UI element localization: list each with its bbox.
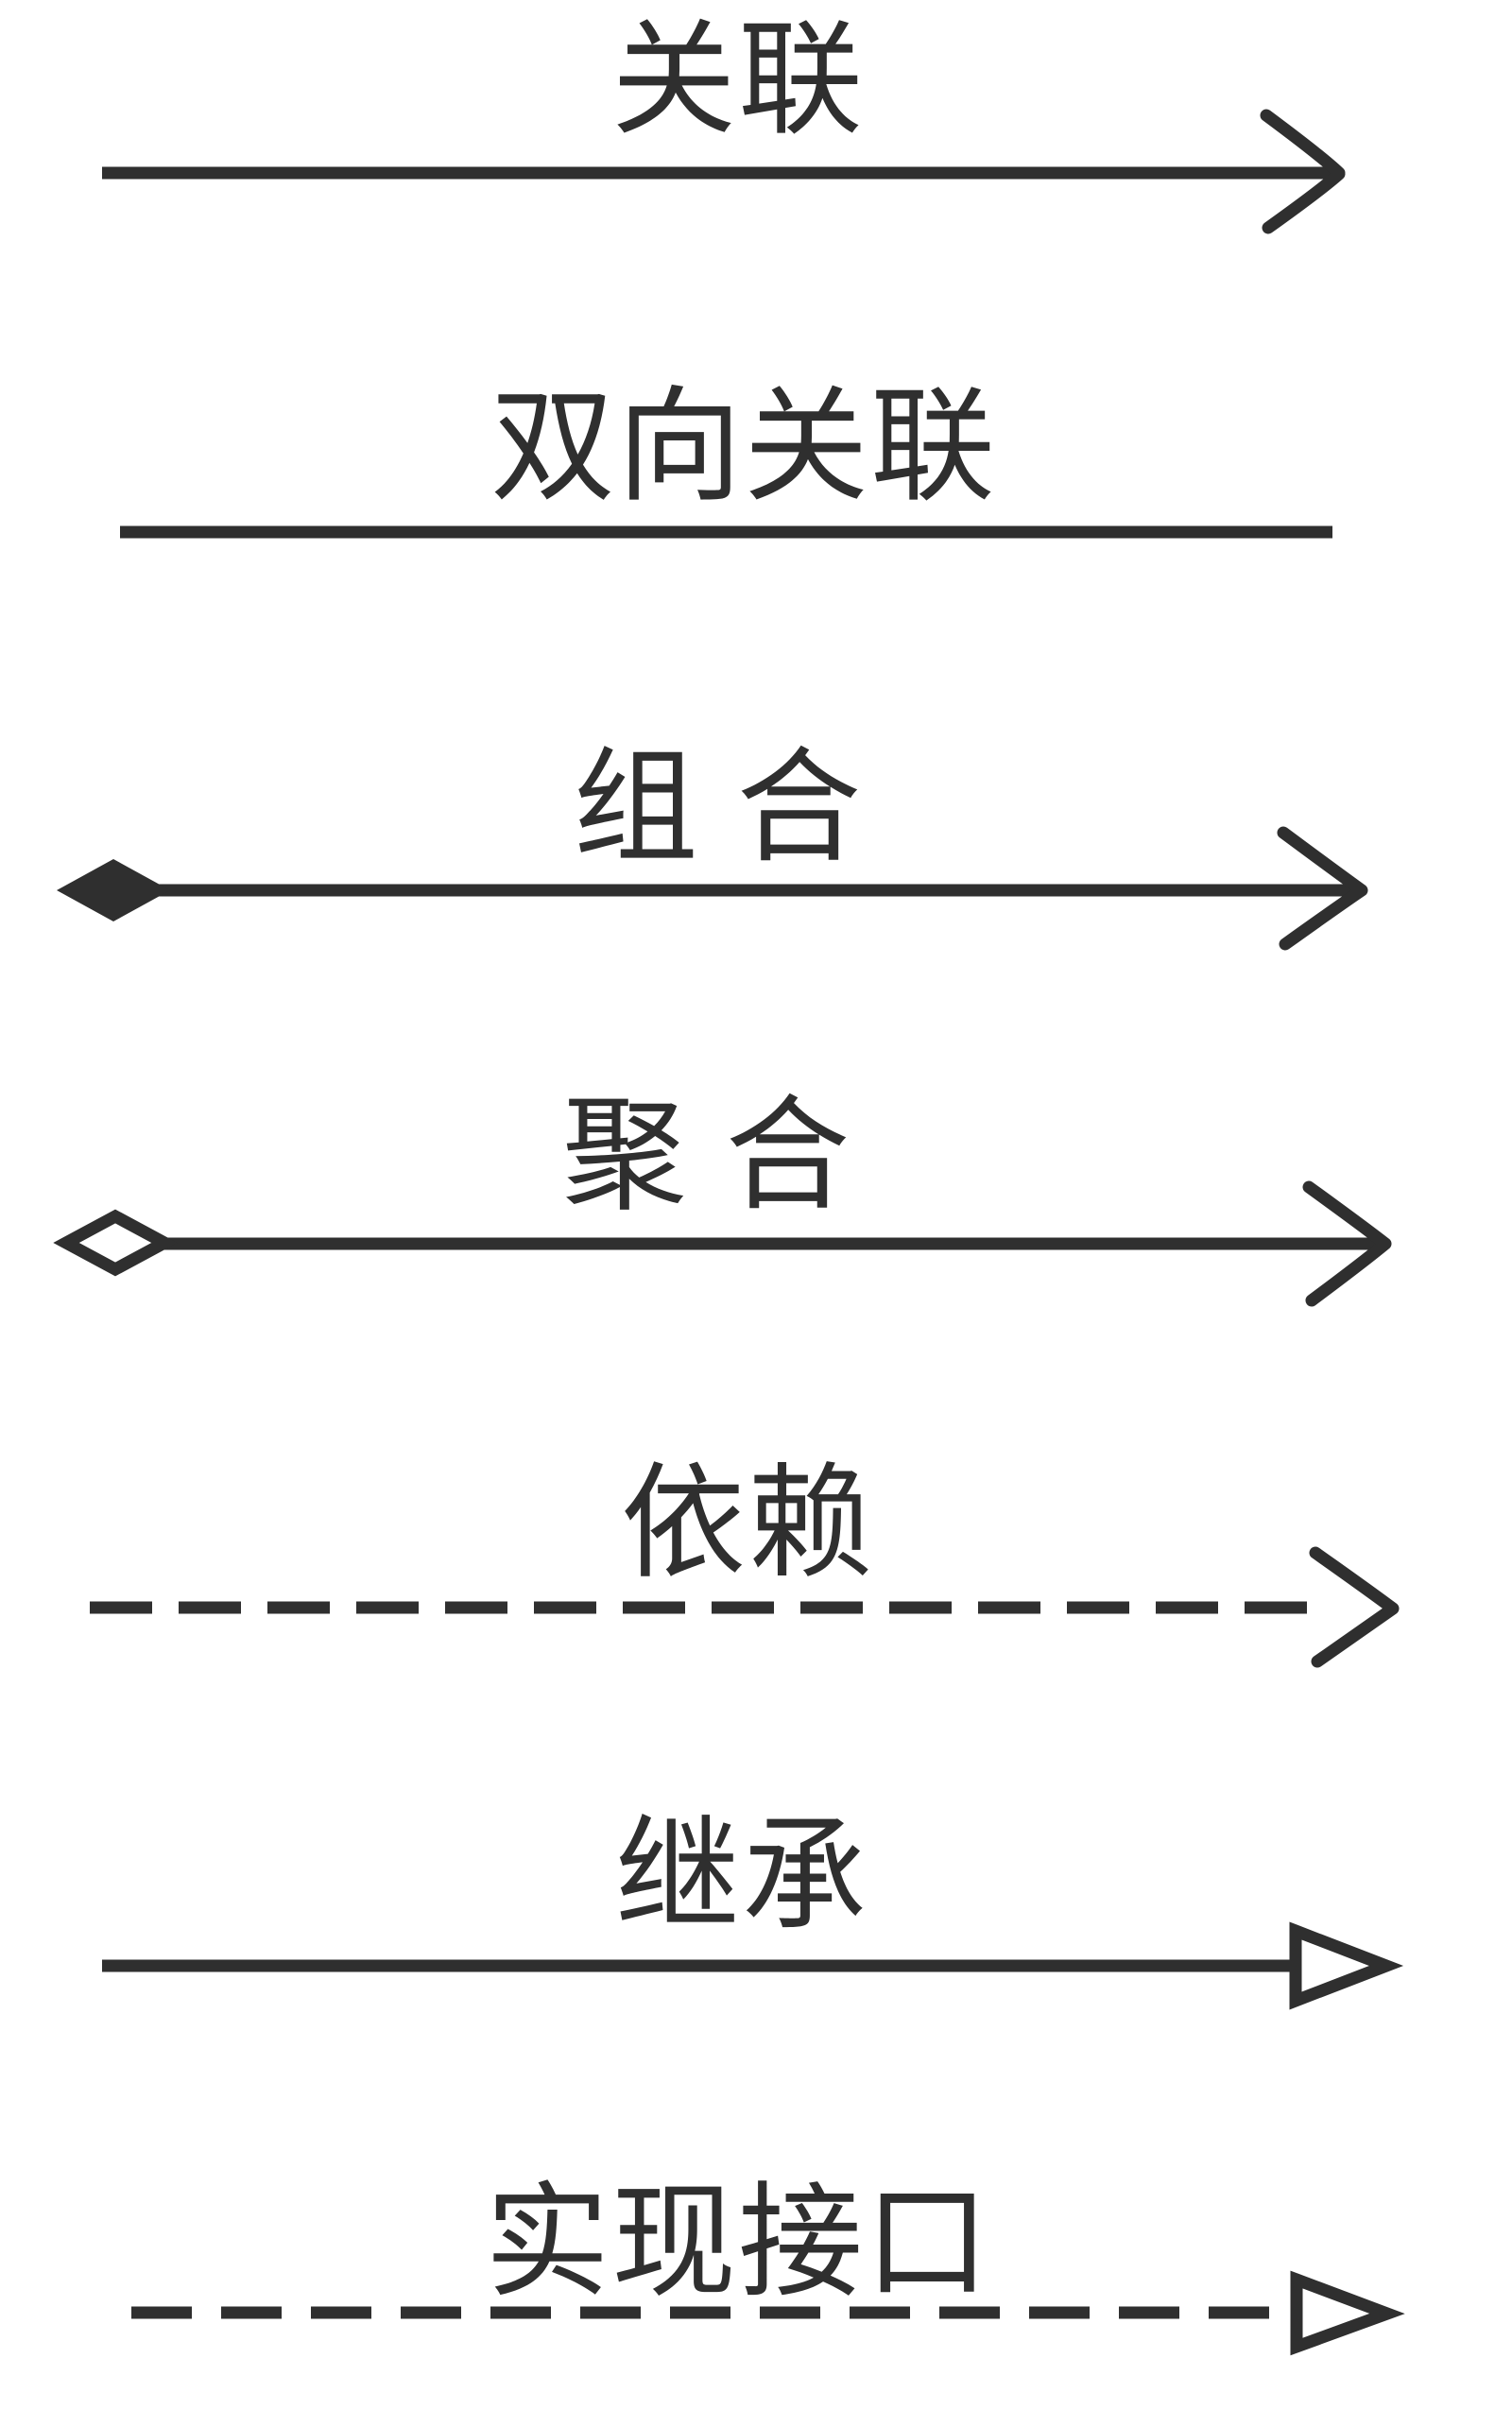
dependency-connector — [90, 1546, 1400, 1668]
inheritance-hollow-triangle-icon — [1289, 1921, 1404, 2010]
association-label: 关联 — [611, 10, 865, 149]
aggregation-connector — [53, 1180, 1392, 1307]
dependency-open-arrowhead-icon — [1309, 1546, 1400, 1668]
composition-label: 组 合 — [573, 738, 864, 877]
composition-filled-diamond-icon — [57, 859, 170, 921]
inheritance-label: 继承 — [615, 1806, 868, 1945]
association-connector — [102, 109, 1346, 234]
composition-open-arrowhead-icon — [1277, 826, 1368, 951]
aggregation-open-arrowhead-icon — [1302, 1180, 1392, 1307]
realize-interface-connector — [131, 2270, 1405, 2356]
bidirectional-association-label: 双向关联 — [490, 377, 997, 516]
aggregation-hollow-diamond-icon — [53, 1209, 178, 1277]
realize-interface-hollow-triangle-icon — [1290, 2270, 1405, 2356]
dependency-label: 依赖 — [621, 1454, 874, 1592]
association-open-arrowhead-icon — [1260, 109, 1346, 234]
inheritance-connector — [102, 1921, 1404, 2010]
composition-connector — [57, 826, 1368, 951]
realize-interface-label: 实现接口 — [485, 2173, 991, 2312]
aggregation-label: 聚 合 — [561, 1086, 852, 1225]
